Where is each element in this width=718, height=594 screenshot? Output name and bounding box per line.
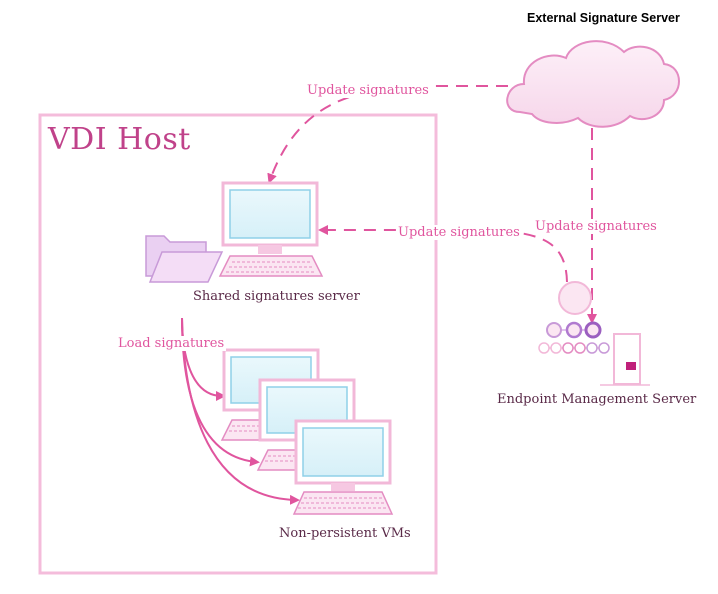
endpoint-server-label: Endpoint Management Server [497, 392, 697, 407]
edge-label-cloud-to-shared: Update signatures [305, 83, 431, 98]
server-tower-icon [600, 333, 650, 386]
vm-monitor-icon-3 [292, 419, 394, 515]
cloud-icon [506, 40, 680, 128]
vdi-host-title: VDI Host [48, 122, 191, 157]
edge-label-endpoint-to-shared: Update signatures [396, 225, 522, 240]
edge-label-cloud-to-endpoint: Update signatures [533, 219, 659, 234]
edge-label-load-signatures: Load signatures [116, 336, 227, 351]
folder-icon [145, 235, 224, 283]
monitor-icon [218, 181, 324, 277]
external-server-title: External Signature Server [527, 11, 680, 25]
vms-label: Non-persistent VMs [279, 526, 411, 541]
shared-server-label: Shared signatures server [193, 289, 360, 304]
network-nodes-icon [538, 281, 610, 354]
